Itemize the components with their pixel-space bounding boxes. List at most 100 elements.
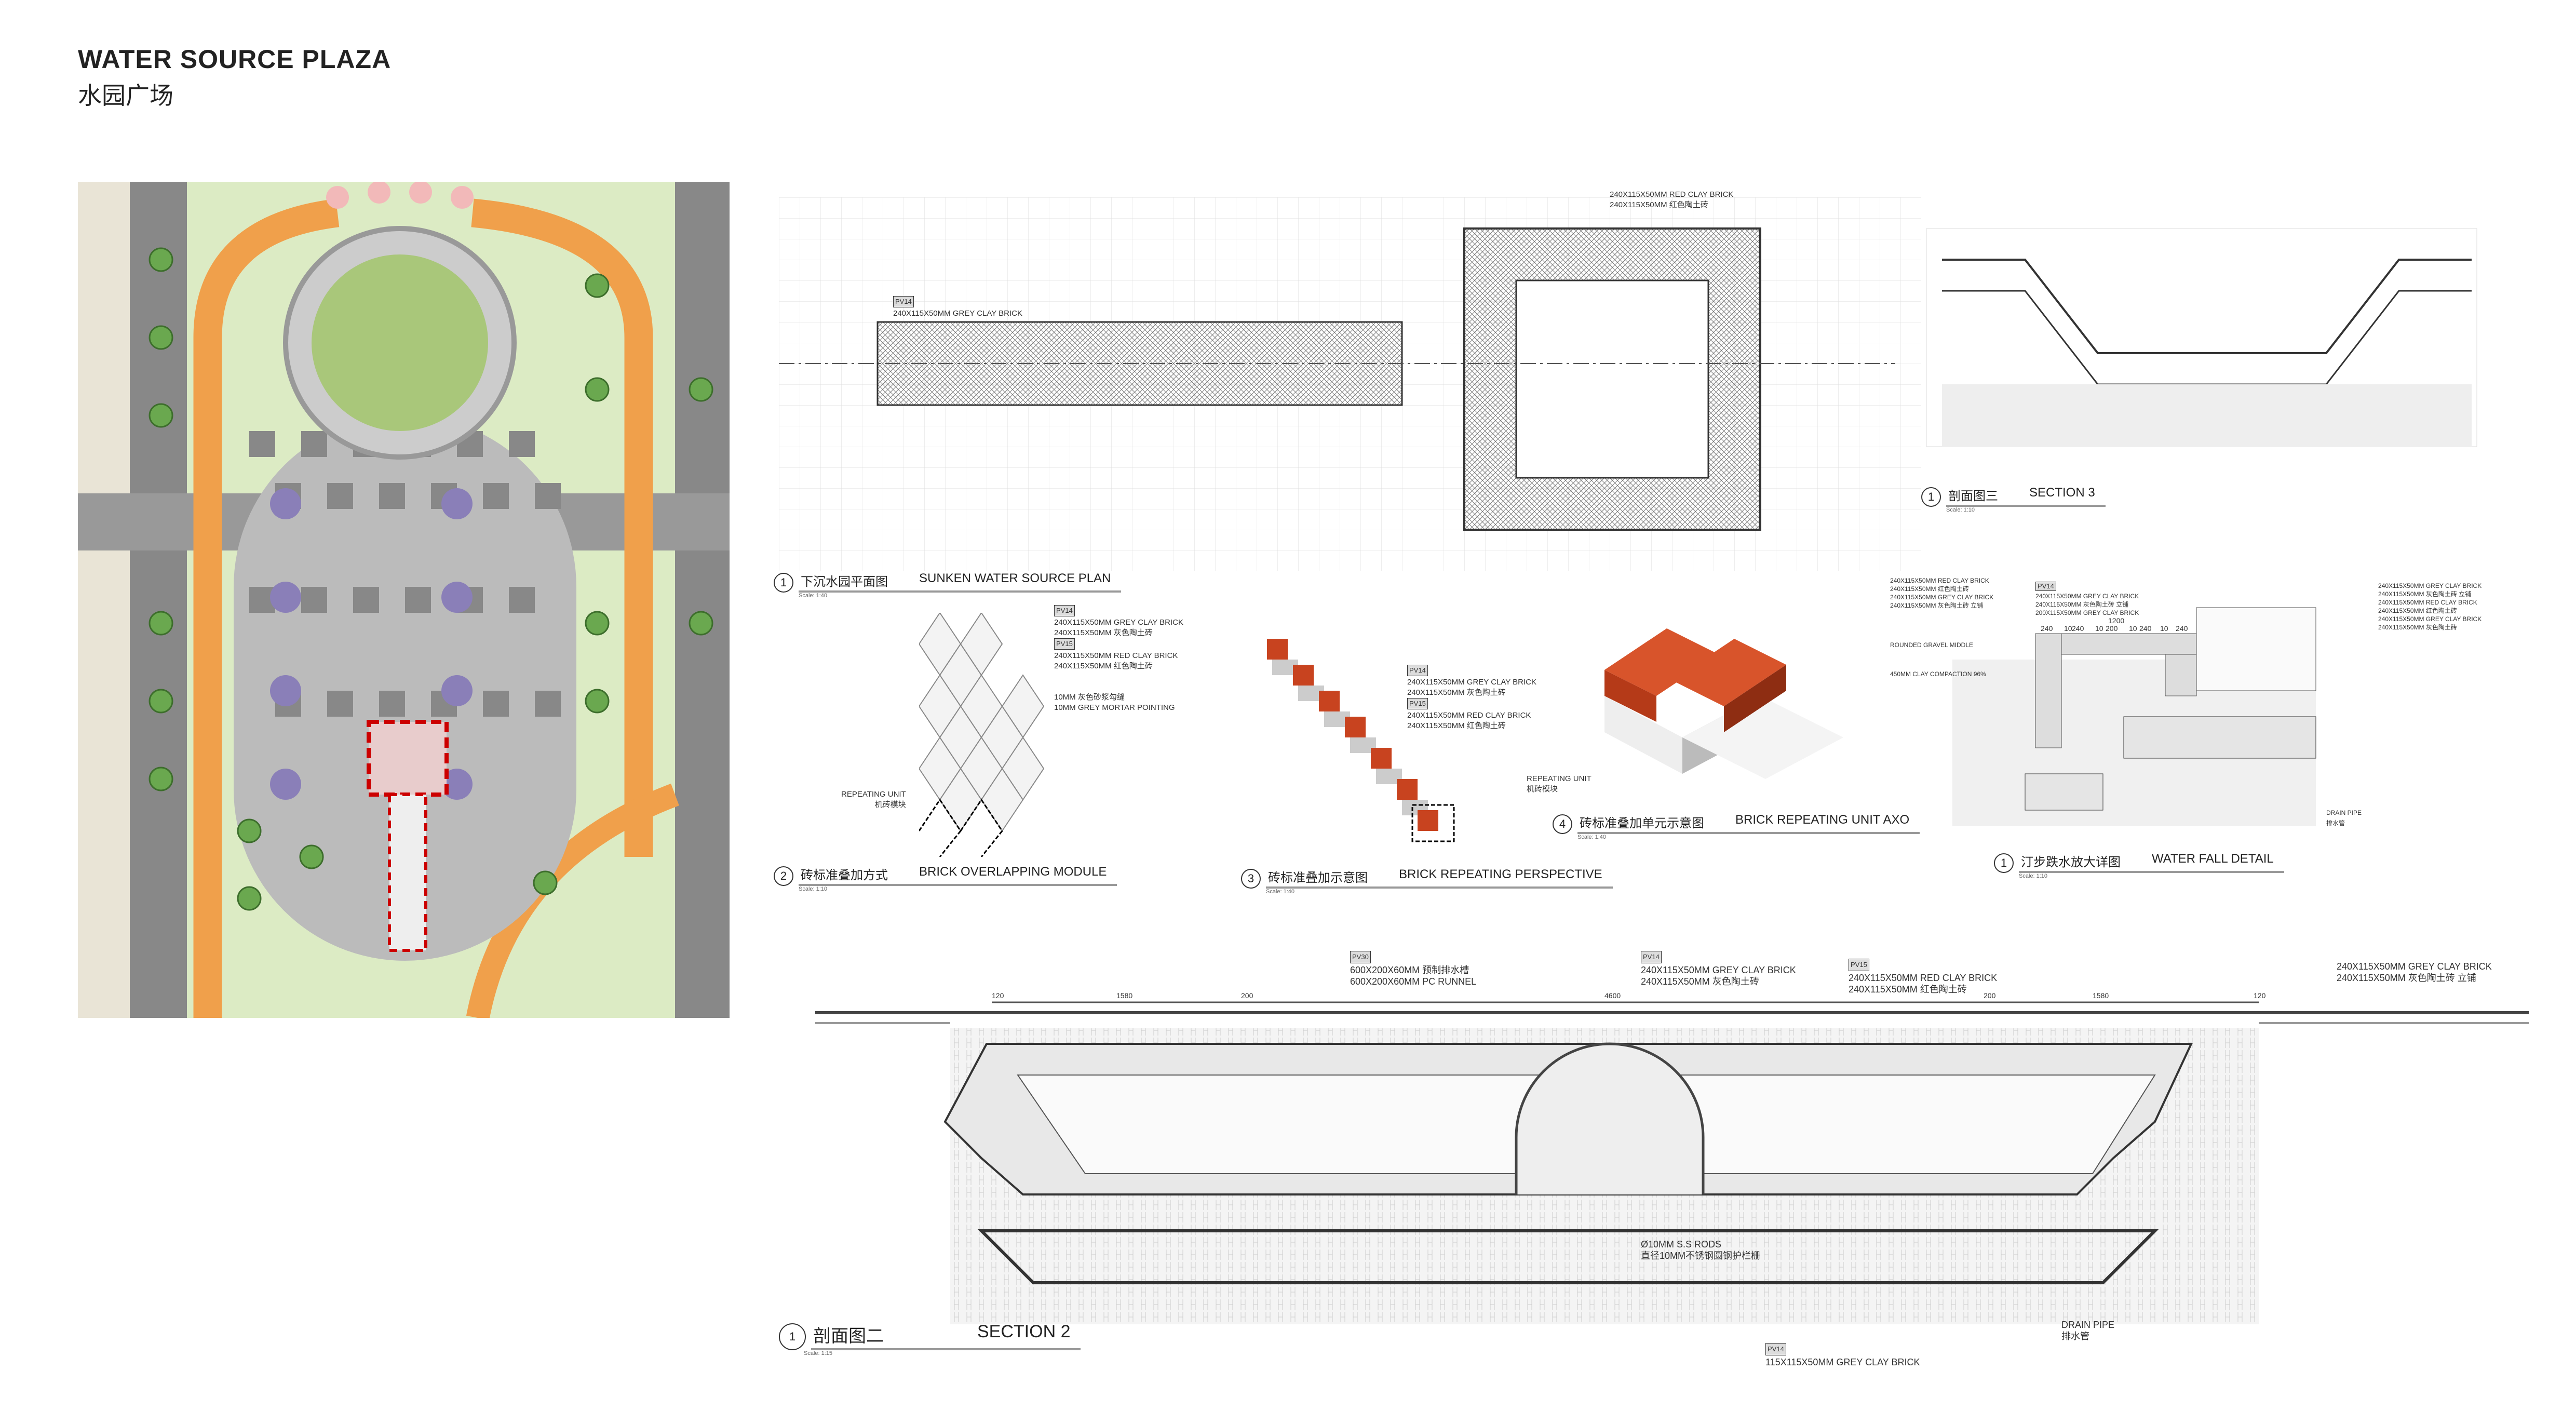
- dim: 240: [2072, 624, 2084, 633]
- title-cn: 剖面图三: [1948, 489, 1998, 503]
- scale: Scale: 1:10: [1946, 507, 1975, 513]
- drawing-number: 4: [1553, 814, 1572, 834]
- drawing-number: 3: [1241, 869, 1261, 889]
- dim: 240: [2176, 624, 2188, 633]
- section2-red-note: PV15 240X115X50MM RED CLAY BRICK 240X115…: [1849, 958, 1997, 995]
- note-text: 240X115X50MM 红色陶土砖: [1054, 662, 1153, 670]
- note-text: 240X115X50MM RED CLAY BRICK: [1890, 577, 1989, 584]
- title-cn: 下沉水园平面图: [801, 575, 888, 589]
- note-text: 240X115X50MM GREY CLAY BRICK: [1054, 618, 1184, 627]
- note-text: 240X115X50MM RED CLAY BRICK: [1407, 711, 1531, 720]
- section2-edge-note: 240X115X50MM GREY CLAY BRICK 240X115X50M…: [2337, 961, 2492, 984]
- tag: PV14: [1054, 605, 1075, 616]
- waterfall-drain-note: DRAIN PIPE 排水管: [2326, 808, 2362, 828]
- scale: Scale: 1:15: [804, 1350, 833, 1356]
- dim: 10: [2129, 624, 2137, 633]
- axo-title: 4 砖标准叠加单元示意图 BRICK REPEATING UNIT AXO Scal…: [1553, 813, 1920, 840]
- sheet-subtitle: 水园广场: [78, 82, 173, 109]
- scale: Scale: 1:40: [1266, 889, 1295, 895]
- title-en: BRICK OVERLAPPING MODULE: [919, 865, 1107, 879]
- note-text: 240X115X50MM 灰色陶土砖: [1054, 628, 1153, 637]
- tag: PV15: [1407, 698, 1428, 709]
- note-text: 240X115X50MM GREY CLAY BRICK: [2378, 582, 2482, 589]
- note-text: 240X115X50MM GREY CLAY BRICK: [1890, 594, 1994, 601]
- tag: PV15: [1054, 638, 1075, 650]
- drawing-number: 1: [774, 573, 793, 593]
- title-en: WATER FALL DETAIL: [2152, 852, 2274, 866]
- note-text: 240X115X50MM 灰色陶土砖 立铺: [2378, 590, 2472, 598]
- title-cn: 剖面图二: [813, 1326, 884, 1346]
- note-text: 240X115X50MM RED CLAY BRICK: [1054, 651, 1178, 660]
- waterfall-right-notes: 240X115X50MM GREY CLAY BRICK 240X115X50M…: [2378, 582, 2481, 632]
- tag: PV30: [1350, 951, 1371, 963]
- tag: PV14: [1407, 665, 1428, 676]
- scale: Scale: 1:40: [799, 593, 828, 599]
- note-text: 240X115X50MM 红色陶土砖: [1890, 585, 1969, 593]
- note-text: 排水管: [2061, 1331, 2089, 1341]
- note-text: 10MM GREY MORTAR POINTING: [1054, 703, 1175, 712]
- section2-runnel-note: PV30 600X200X60MM 预制排水槽 600X200X60MM PC …: [1350, 950, 1476, 987]
- site-plan: [78, 182, 730, 1018]
- note-text: 240X115X50MM 红色陶土砖: [2378, 607, 2457, 614]
- note-text: DRAIN PIPE: [2061, 1320, 2115, 1330]
- dim: 200: [1241, 991, 1253, 1000]
- note-text: REPEATING UNIT: [841, 790, 906, 799]
- tag: PV14: [1641, 951, 1662, 963]
- sheet-title: WATER SOURCE PLAZA: [78, 45, 392, 74]
- note-text: 240X115X50MM 灰色陶土砖: [2378, 624, 2457, 631]
- section2-small-brick-note: PV14 115X115X50MM GREY CLAY BRICK: [1765, 1342, 1920, 1368]
- dim: 10: [2160, 624, 2168, 633]
- title-cn: 砖标准叠加示意图: [1268, 871, 1368, 885]
- note-text: 450MM CLAY COMPACTION 96%: [1890, 670, 1986, 678]
- perspective-title: 3 砖标准叠加示意图 BRICK REPEATING PERSPECTIVE Sca…: [1241, 867, 1613, 895]
- title-en: SECTION 2: [977, 1322, 1071, 1341]
- note-text: 600X200X60MM PC RUNNEL: [1350, 976, 1477, 987]
- perspective-notes: PV14 240X115X50MM GREY CLAY BRICK 240X11…: [1407, 665, 1536, 731]
- note-text: Ø10MM S.S RODS: [1641, 1239, 1722, 1250]
- dim: 240: [2041, 624, 2053, 633]
- title-en: BRICK REPEATING UNIT AXO: [1735, 813, 1910, 827]
- tag: PV14: [2035, 582, 2056, 591]
- note-text: 240X115X50MM 灰色陶土砖: [1407, 688, 1506, 697]
- dim: 200: [2106, 624, 2118, 633]
- scale: Scale: 1:40: [1577, 834, 1607, 840]
- note-text: 240X115X50MM GREY CLAY BRICK: [1641, 965, 1796, 975]
- note-text: 240X115X50MM 红色陶土砖: [1407, 721, 1506, 730]
- note-text: 240X115X50MM 红色陶土砖: [1849, 984, 1967, 995]
- section2-rods-note: Ø10MM S.S RODS 直径10MM不锈钢圆钢护栏栅: [1641, 1239, 1760, 1261]
- dim: 120: [992, 991, 1004, 1000]
- note-text: 240X115X50MM RED CLAY BRICK: [1610, 190, 1734, 199]
- note-text: 240X115X50MM RED CLAY BRICK: [2378, 599, 2477, 606]
- section2-drain-note: DRAIN PIPE 排水管: [2061, 1319, 2114, 1342]
- note-text: 机砖模块: [874, 800, 906, 809]
- overlap-notes: PV14 240X115X50MM GREY CLAY BRICK 240X11…: [1054, 605, 1183, 713]
- note-text: 115X115X50MM GREY CLAY BRICK: [1765, 1357, 1920, 1367]
- title-cn: 砖标准叠加单元示意图: [1580, 816, 1704, 830]
- sunken-plan-drawing: [779, 197, 1921, 571]
- section2-title: 1 剖面图二 SECTION 2 Scale: 1:15: [779, 1322, 1081, 1356]
- section2-grey-note: PV14 240X115X50MM GREY CLAY BRICK 240X11…: [1641, 950, 1796, 987]
- brick-perspective-drawing: [1267, 639, 1455, 842]
- note-text: 240X115X50MM 灰色陶土砖 立铺: [2035, 601, 2129, 608]
- tag: PV14: [1765, 1343, 1786, 1355]
- note-text: 240X115X50MM GREY CLAY BRICK: [2035, 593, 2139, 600]
- waterfall-left-notes: 240X115X50MM RED CLAY BRICK 240X115X50MM…: [1890, 576, 1993, 678]
- section3-drawing: [1926, 228, 2477, 447]
- repeating-unit-note: REPEATING UNIT 机砖模块: [841, 789, 906, 810]
- dim: 240: [2139, 624, 2152, 633]
- dim: 1580: [1116, 991, 1132, 1000]
- brick-overlap-drawing: [919, 613, 1045, 857]
- drawing-number: 1: [779, 1323, 806, 1350]
- note-text: 240X115X50MM GREY CLAY BRICK: [2337, 961, 2492, 972]
- waterfall-mid-notes: PV14 240X115X50MM GREY CLAY BRICK 240X11…: [2035, 582, 2139, 617]
- tag: PV14: [893, 296, 914, 307]
- title-cn: 砖标准叠加方式: [801, 868, 888, 882]
- title-cn: 汀步跌水放大详图: [2021, 855, 2121, 869]
- title-en: BRICK REPEATING PERSPECTIVE: [1399, 867, 1602, 881]
